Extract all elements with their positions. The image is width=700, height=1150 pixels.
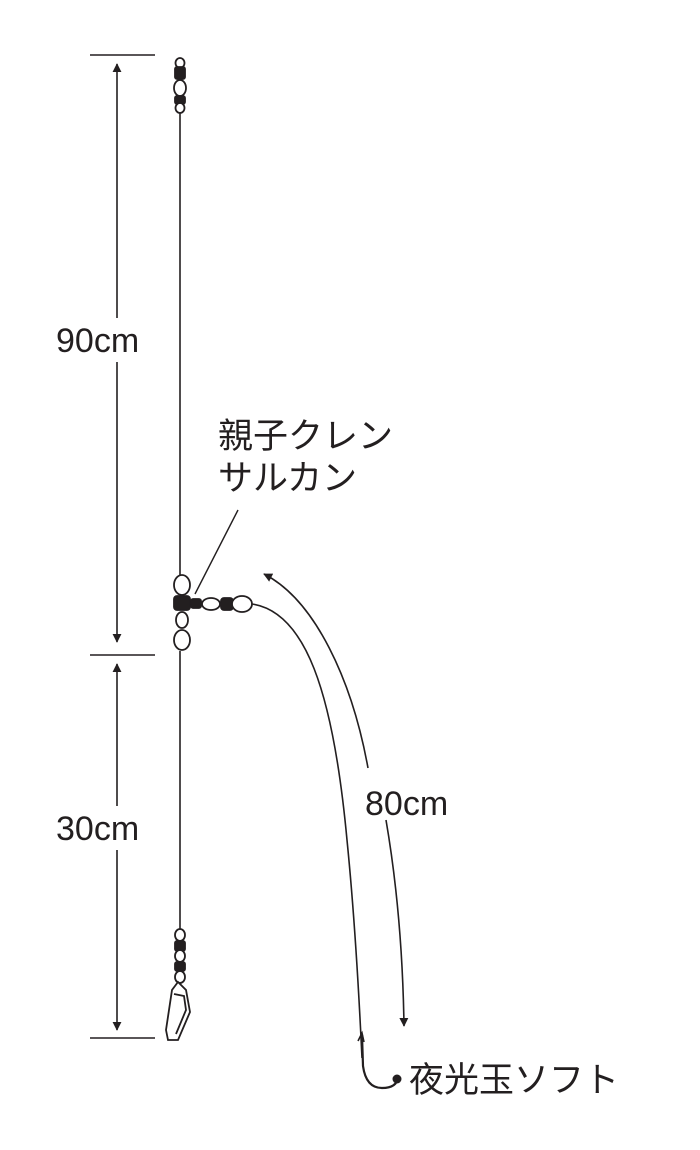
branch-dim-arrow-up	[263, 573, 369, 769]
three-way-swivel	[173, 574, 253, 651]
dimension-guides	[90, 54, 155, 1039]
branch-dim-arrow-down	[385, 819, 409, 1027]
swivel-label-line2: サルカン	[218, 459, 357, 498]
hook-icon	[357, 1030, 402, 1090]
branch-dimension	[263, 573, 409, 1027]
lower-length-label: 30cm	[56, 810, 139, 848]
branch-leader-line	[251, 603, 363, 1059]
bottom-snap-swivel	[165, 928, 191, 1041]
swivel-callout-line	[194, 509, 239, 595]
upper-length-label: 90cm	[56, 322, 139, 360]
branch-length-label: 80cm	[365, 785, 448, 823]
hook-label: 夜光玉ソフト	[409, 1061, 619, 1100]
top-swivel	[173, 57, 187, 114]
swivel-label-line1: 親子クレン	[218, 417, 393, 456]
